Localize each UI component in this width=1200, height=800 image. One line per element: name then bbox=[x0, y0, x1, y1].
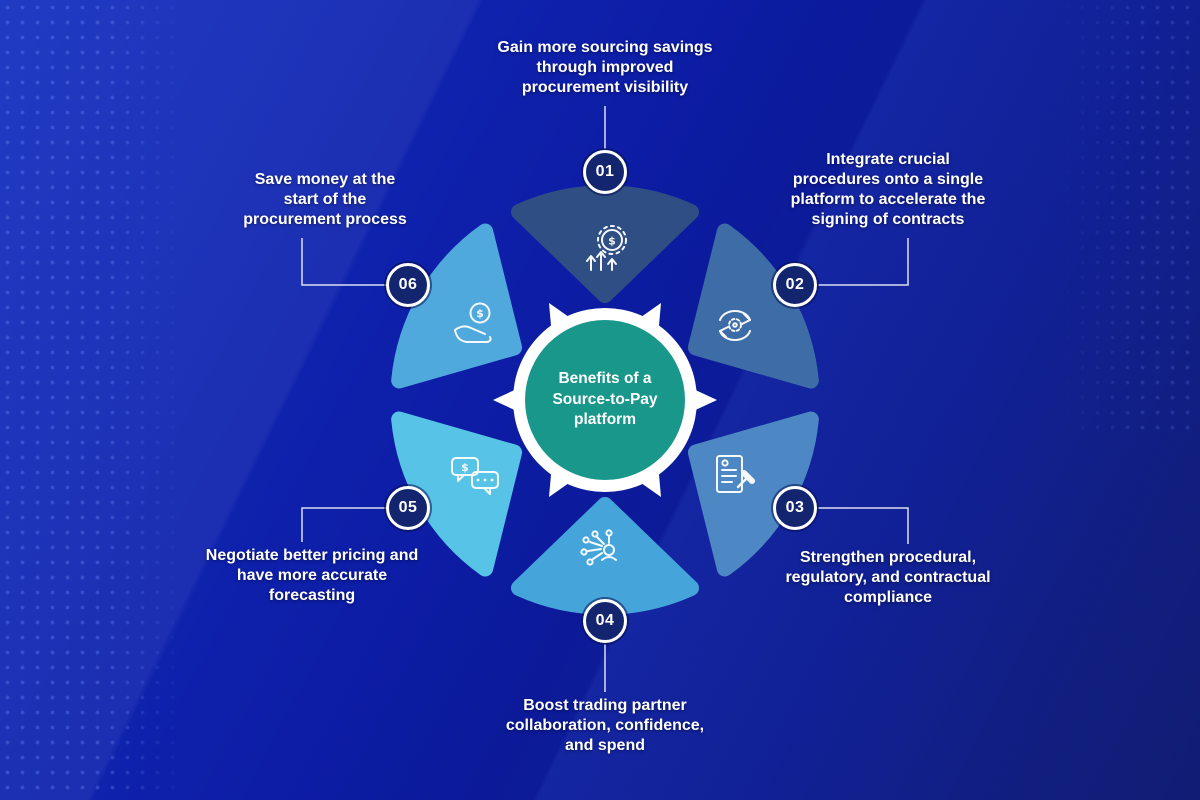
badge-03: 03 bbox=[773, 486, 817, 530]
petal-01 bbox=[511, 185, 699, 303]
badge-06: 06 bbox=[386, 263, 430, 307]
compliance-document-icon bbox=[716, 455, 755, 493]
sourcing-savings-icon: $ bbox=[586, 225, 627, 271]
svg-text:$: $ bbox=[608, 235, 616, 248]
label-benefit-06: Save money at the start of the procureme… bbox=[243, 171, 407, 228]
svg-text:$: $ bbox=[461, 461, 469, 474]
badge-01: 01 bbox=[583, 150, 627, 194]
svg-text:$: $ bbox=[476, 307, 484, 320]
badge-06-number: 06 bbox=[398, 276, 418, 293]
process-integration-icon bbox=[719, 310, 751, 341]
hand-coin-icon: $ bbox=[454, 302, 492, 343]
badge-05: 05 bbox=[386, 486, 430, 530]
badge-03-number: 03 bbox=[785, 499, 805, 516]
badge-01-number: 01 bbox=[595, 163, 615, 180]
petal-04 bbox=[511, 497, 699, 615]
benefits-flower: $ bbox=[391, 185, 819, 615]
badge-04: 04 bbox=[583, 599, 627, 643]
partner-network-icon bbox=[580, 529, 617, 566]
badge-02: 02 bbox=[773, 263, 817, 307]
label-benefit-01: Gain more sourcing savings through impro… bbox=[497, 39, 713, 96]
badge-02-number: 02 bbox=[785, 276, 805, 293]
badge-05-number: 05 bbox=[398, 499, 418, 516]
center-title: Benefits of a Source-to-Pay platform bbox=[525, 320, 685, 480]
badge-04-number: 04 bbox=[595, 612, 615, 629]
label-benefit-05: Negotiate better pricing and have more a… bbox=[205, 547, 419, 604]
negotiation-chat-icon: $ bbox=[451, 457, 499, 495]
label-benefit-04: Boost trading partner collaboration, con… bbox=[505, 697, 705, 754]
center-disc bbox=[525, 320, 685, 480]
label-benefit-03: Strengthen procedural, regulatory, and c… bbox=[785, 549, 991, 606]
label-benefit-02: Integrate crucial procedures onto a sing… bbox=[790, 151, 986, 228]
center-title-text: Benefits of a Source-to-Pay platform bbox=[552, 369, 658, 429]
